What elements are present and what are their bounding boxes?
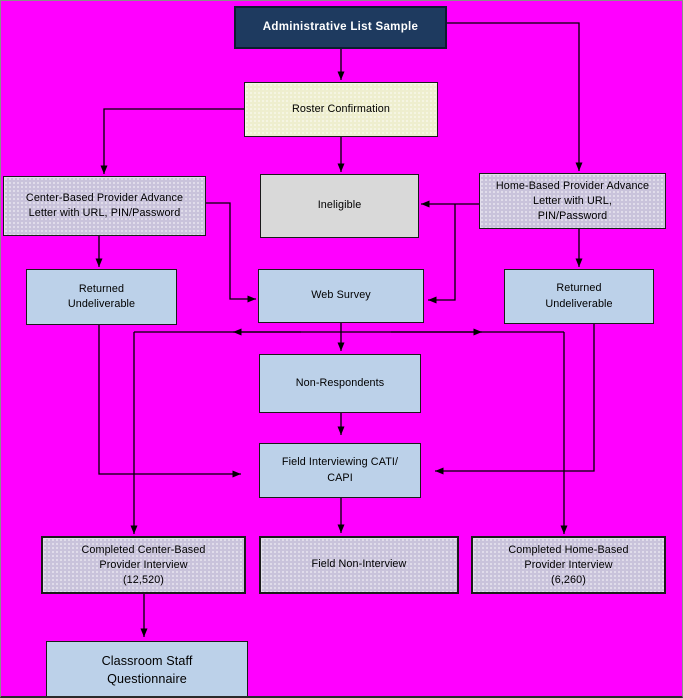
node-returned-undeliverable-right: Returned Undeliverable	[504, 269, 654, 324]
node-field-non-interview: Field Non-Interview	[259, 536, 459, 594]
node-label: Center-Based Provider Advance	[25, 191, 184, 204]
node-field-interviewing-cati-capi: Field Interviewing CATI/ CAPI	[259, 443, 421, 498]
node-label: Completed Home-Based	[508, 543, 629, 556]
node-classroom-staff-questionnaire: Classroom Staff Questionnaire	[46, 641, 248, 696]
node-label: Questionnaire	[107, 671, 187, 686]
node-label: Ineligible	[317, 199, 362, 212]
node-label: Undeliverable	[67, 298, 136, 310]
node-returned-undeliverable-left: Returned Undeliverable	[26, 269, 177, 325]
node-label: Roster Confirmation	[292, 102, 390, 115]
node-label: (6,260)	[551, 573, 586, 586]
node-label: Returned	[78, 282, 125, 295]
node-non-respondents: Non-Respondents	[259, 354, 421, 413]
node-web-survey: Web Survey	[258, 269, 424, 323]
node-label: Undeliverable	[545, 297, 613, 310]
node-label: Completed Center-Based	[81, 543, 206, 556]
node-roster-confirmation: Roster Confirmation	[244, 82, 438, 137]
node-center-based-advance-letter: Center-Based Provider Advance Letter wit…	[3, 176, 206, 236]
node-label: Classroom Staff	[101, 653, 193, 668]
node-label: PIN/Password	[537, 209, 608, 222]
arrow-admin-to-home-advance	[446, 22, 583, 171]
node-label: Home-Based Provider Advance	[495, 179, 650, 192]
node-label: Provider Interview	[99, 558, 188, 571]
arrow-returned-right-to-field-interviewing	[435, 324, 595, 475]
node-ineligible: Ineligible	[260, 174, 419, 238]
node-label: Field Non-Interview	[311, 558, 407, 571]
node-label: Letter with URL, PIN/Password	[28, 207, 181, 219]
node-label: Web Survey	[311, 289, 371, 302]
node-label: Returned	[556, 282, 602, 294]
node-label: CAPI	[327, 471, 353, 484]
node-label: Field Interviewing CATI/	[281, 456, 399, 468]
arrow-home-advance-to-web-survey	[428, 204, 456, 304]
node-label: (12,520)	[122, 573, 164, 586]
arrow-returned-left-to-field-interviewing	[98, 325, 241, 478]
node-administrative-list-sample: Administrative List Sample	[234, 6, 447, 49]
node-label: Provider Interview	[524, 558, 613, 571]
node-home-based-advance-letter: Home-Based Provider Advance Letter with …	[479, 173, 666, 229]
node-completed-center-based-interview: Completed Center-Based Provider Intervie…	[41, 536, 246, 594]
arrow-roster-to-center-advance	[100, 108, 244, 174]
node-label: Administrative List Sample	[262, 20, 419, 33]
node-label: Letter with URL,	[532, 194, 612, 207]
node-label: Non-Respondents	[295, 376, 385, 389]
node-completed-home-based-interview: Completed Home-Based Provider Interview …	[471, 536, 666, 594]
arrow-center-advance-to-web-survey	[206, 202, 256, 303]
